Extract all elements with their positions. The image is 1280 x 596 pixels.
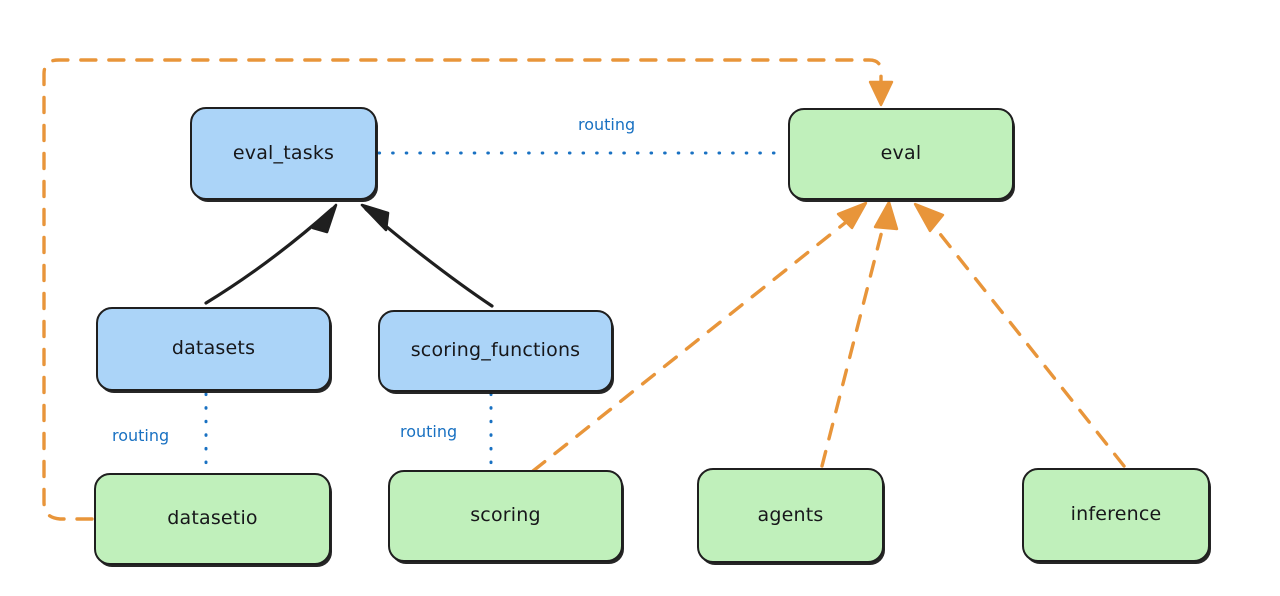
node-label-agents: agents [757, 503, 824, 526]
edge-label-routing-eval-tasks-eval: routing [578, 115, 636, 134]
node-label-inference: inference [1070, 503, 1162, 525]
node-agents[interactable]: agents [697, 468, 884, 563]
edge-label-routing-scoring-functions-scoring: routing [400, 422, 458, 441]
edge-datasets-to-eval-tasks [204, 203, 338, 305]
node-label-datasets: datasets [171, 337, 256, 359]
node-datasets[interactable]: datasets [96, 307, 331, 391]
edge-datasetio-to-eval [42, 58, 894, 521]
node-scoring[interactable]: scoring [388, 470, 623, 562]
node-eval-tasks[interactable]: eval_tasks [190, 107, 377, 200]
node-scoring-functions[interactable]: scoring_functions [378, 310, 613, 392]
node-datasetio[interactable]: datasetio [94, 473, 331, 565]
node-label-datasetio: datasetio [167, 507, 258, 529]
edge-scoring-to-eval [531, 201, 868, 473]
edge-label-routing-datasets-datasetio: routing [112, 426, 170, 445]
node-inference[interactable]: inference [1022, 468, 1210, 562]
node-eval[interactable]: eval [788, 108, 1014, 200]
edge-inference-to-eval [913, 202, 1126, 468]
node-label-eval-tasks: eval_tasks [232, 141, 335, 164]
node-label-scoring-functions: scoring_functions [410, 339, 581, 361]
edge-scoring-functions-to-eval-tasks [360, 203, 494, 308]
node-label-scoring: scoring [470, 504, 541, 526]
edge-agents-to-eval [820, 200, 899, 468]
node-label-eval: eval [880, 142, 922, 164]
